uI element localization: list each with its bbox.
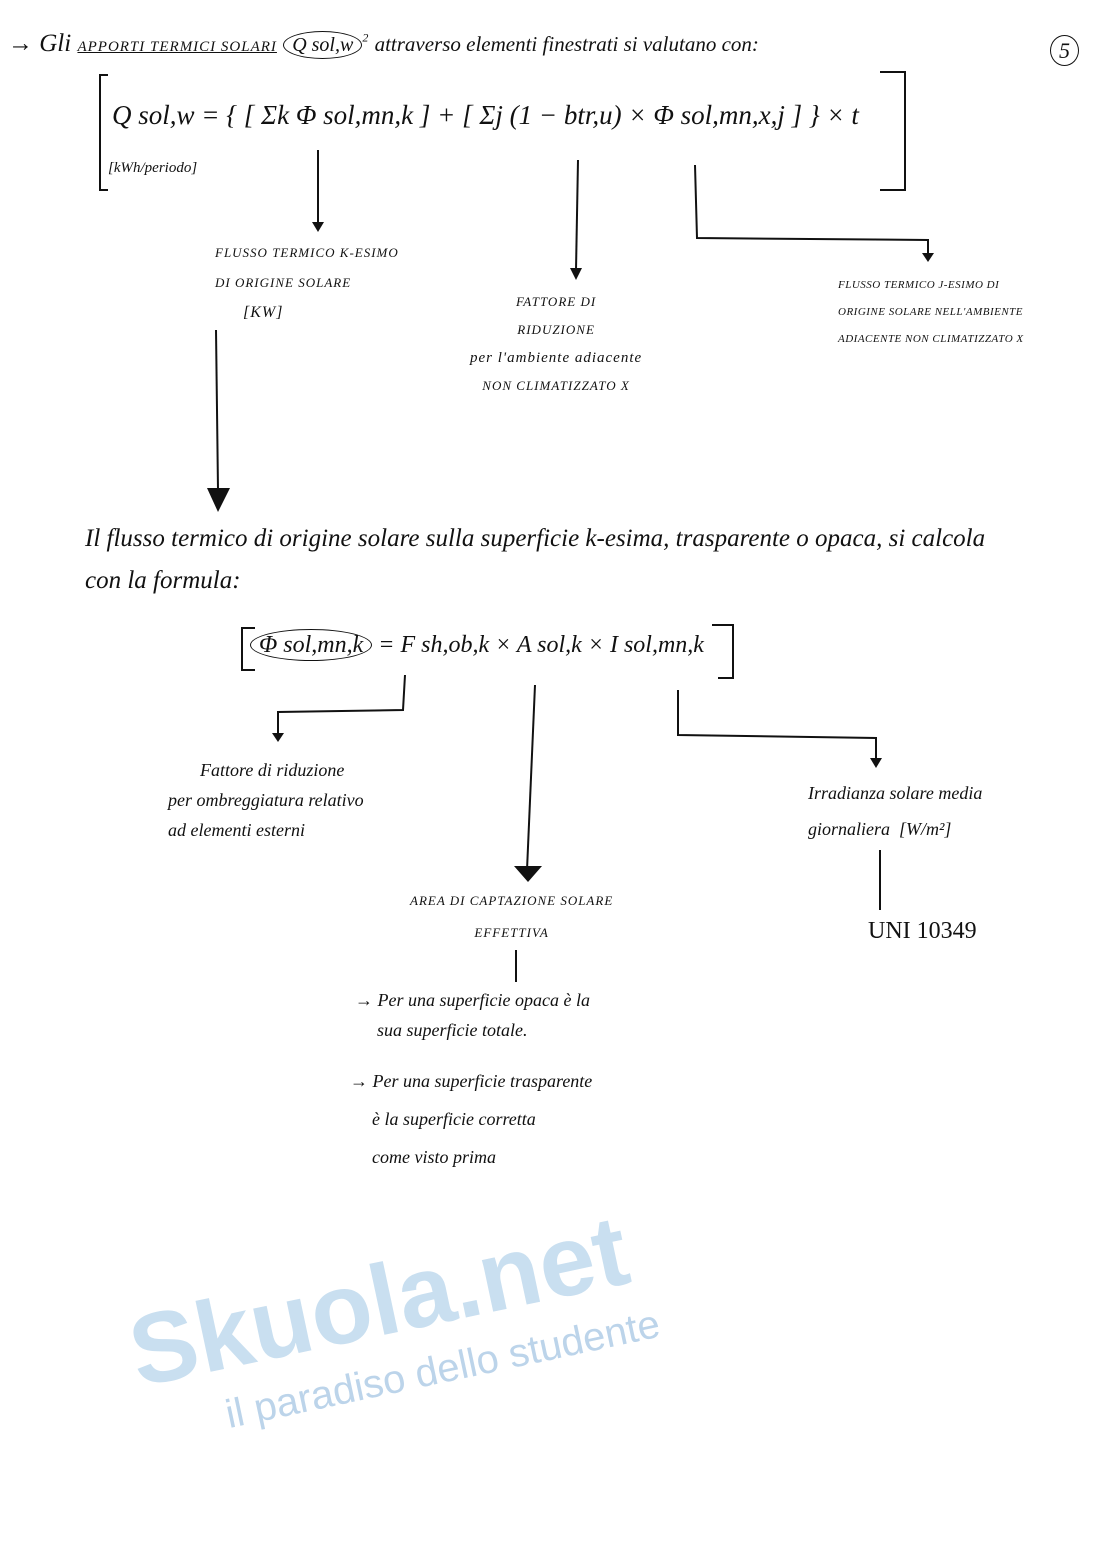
standard-reference: UNI 10349: [868, 918, 977, 944]
arrow-j-flux: [694, 164, 929, 255]
page-number: 5: [1050, 35, 1079, 66]
formula-qsol: Q sol,w = { [ Σk Φ sol,mn,k ] + [ Σj (1 …: [112, 100, 859, 130]
arrow-irradiance: [677, 690, 877, 760]
formula-unit: [kWh/periodo]: [108, 160, 198, 176]
note-area: Area di captazione solareeffettiva: [410, 893, 614, 940]
bracket-left: [99, 74, 108, 191]
arrow-reduction: [575, 159, 579, 271]
formula-phi: Φ sol,mn,k = F sh,ob,k × A sol,k × I sol…: [250, 629, 704, 661]
arrow-to-section2: [215, 329, 219, 491]
section1-intro: → Gli apporti termici solari Q sol,w2 at…: [8, 30, 759, 59]
note-k-flux: Flusso termico k-esimodi origine solare[…: [215, 245, 399, 321]
arrow-shading: [277, 674, 406, 735]
bracket-right: [880, 71, 906, 191]
arrow-area: [526, 684, 536, 871]
section2-intro: Il flusso termico di origine solare sull…: [85, 525, 986, 594]
